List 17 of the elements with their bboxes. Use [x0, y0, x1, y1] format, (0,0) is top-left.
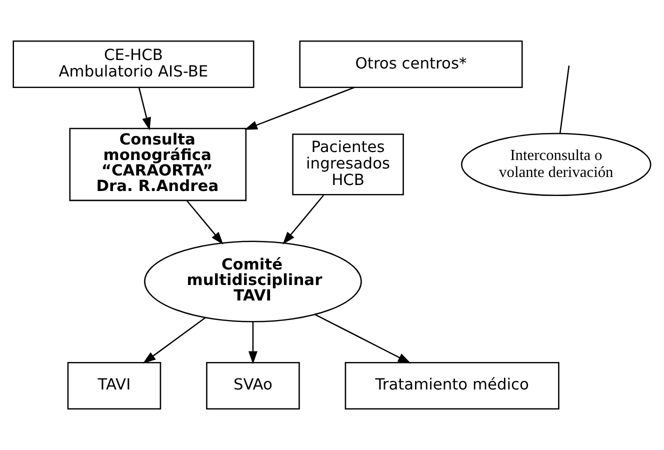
arrow: [142, 316, 206, 364]
node-box: Otros centros*: [299, 40, 523, 88]
node-box: TAVI: [67, 362, 162, 410]
connector: [559, 66, 570, 134]
node-box: Pacientes ingresados HCB: [292, 134, 404, 196]
arrow: [186, 200, 224, 245]
arrow: [248, 322, 258, 364]
node-box: Consulta monográfica “CARAORTA” Dra. R.Andrea: [69, 128, 247, 202]
node-box: SVAo: [206, 362, 300, 410]
arrow: [282, 194, 324, 245]
node-ellipse: Interconsulta o volante derivación: [460, 132, 652, 196]
arrow: [138, 88, 151, 130]
arrow: [244, 86, 354, 130]
node-box: CE-HCB Ambulatorio AIS-BE: [12, 40, 254, 88]
node-ellipse: Comité multidisciplinar TAVI: [144, 240, 362, 322]
arrow: [314, 314, 411, 364]
node-box: Tratamiento médico: [344, 362, 560, 410]
